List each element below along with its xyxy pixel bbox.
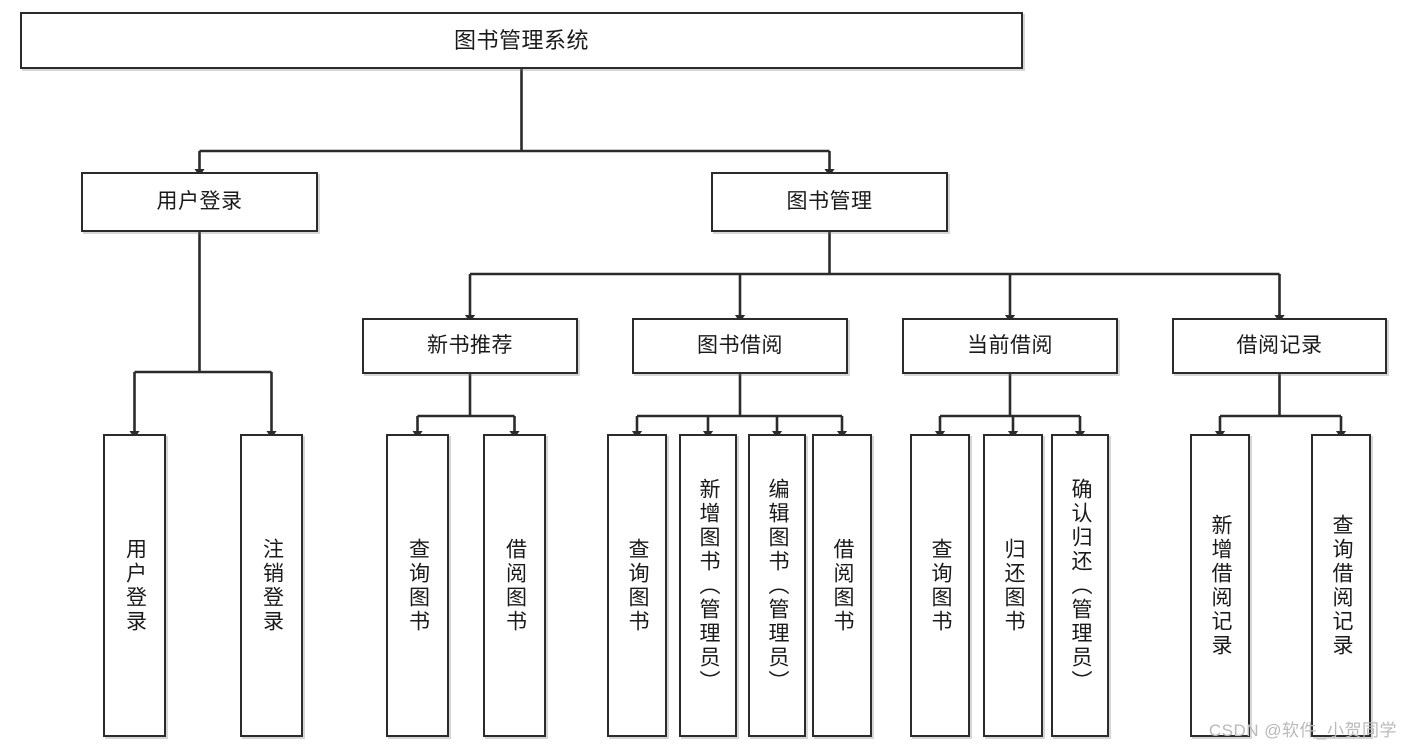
node-leaf-confirm-ret[interactable]: 确认归还（管理员） [1051,434,1109,737]
node-label: 新增图书（管理员） [697,477,721,694]
node-new-book-rec[interactable]: 新书推荐 [362,318,578,374]
node-label: 新书推荐 [427,333,513,357]
node-label: 确认归还（管理员） [1069,477,1093,694]
node-leaf-return-book[interactable]: 归还图书 [983,434,1043,737]
node-borrow-rec[interactable]: 借阅记录 [1172,318,1387,374]
node-label: 查询图书 [929,537,953,634]
node-label: 图书管理 [786,189,873,213]
node-leaf-query-book-3[interactable]: 查询图书 [910,434,970,737]
node-label: 借阅图书 [831,537,855,634]
node-leaf-add-book[interactable]: 新增图书（管理员） [679,434,737,737]
node-label: 图书借阅 [697,333,783,357]
node-label: 查询图书 [626,537,650,634]
node-label: 注销登录 [260,537,284,634]
node-label: 当前借阅 [967,333,1053,357]
node-leaf-edit-book[interactable]: 编辑图书（管理员） [748,434,806,737]
node-leaf-add-rec[interactable]: 新增借阅记录 [1190,434,1250,737]
node-leaf-borrow-book-1[interactable]: 借阅图书 [483,434,546,737]
node-root[interactable]: 图书管理系统 [20,12,1023,69]
node-label: 编辑图书（管理员） [766,477,790,694]
node-label: 新增借阅记录 [1209,513,1233,658]
node-leaf-query-book-1[interactable]: 查询图书 [386,434,449,737]
node-label: 查询图书 [406,537,430,634]
node-label: 借阅记录 [1236,333,1323,357]
watermark: CSDN @软件_小贺同学 [1208,721,1397,740]
node-cur-borrow[interactable]: 当前借阅 [902,318,1118,374]
node-label: 借阅图书 [503,537,527,634]
node-label: 图书管理系统 [453,27,589,53]
node-leaf-query-rec[interactable]: 查询借阅记录 [1311,434,1371,737]
node-label: 用户登录 [156,189,243,213]
node-leaf-user-login[interactable]: 用户登录 [103,434,166,737]
node-leaf-query-book-2[interactable]: 查询图书 [607,434,667,737]
node-label: 用户登录 [123,537,147,634]
node-book-borrow[interactable]: 图书借阅 [632,318,848,374]
node-label: 归还图书 [1002,537,1026,634]
node-label: 查询借阅记录 [1330,513,1354,658]
node-leaf-user-logout[interactable]: 注销登录 [240,434,303,737]
node-book-mgmt[interactable]: 图书管理 [711,172,948,232]
node-leaf-borrow-book-2[interactable]: 借阅图书 [812,434,872,737]
node-user-login[interactable]: 用户登录 [81,172,318,232]
